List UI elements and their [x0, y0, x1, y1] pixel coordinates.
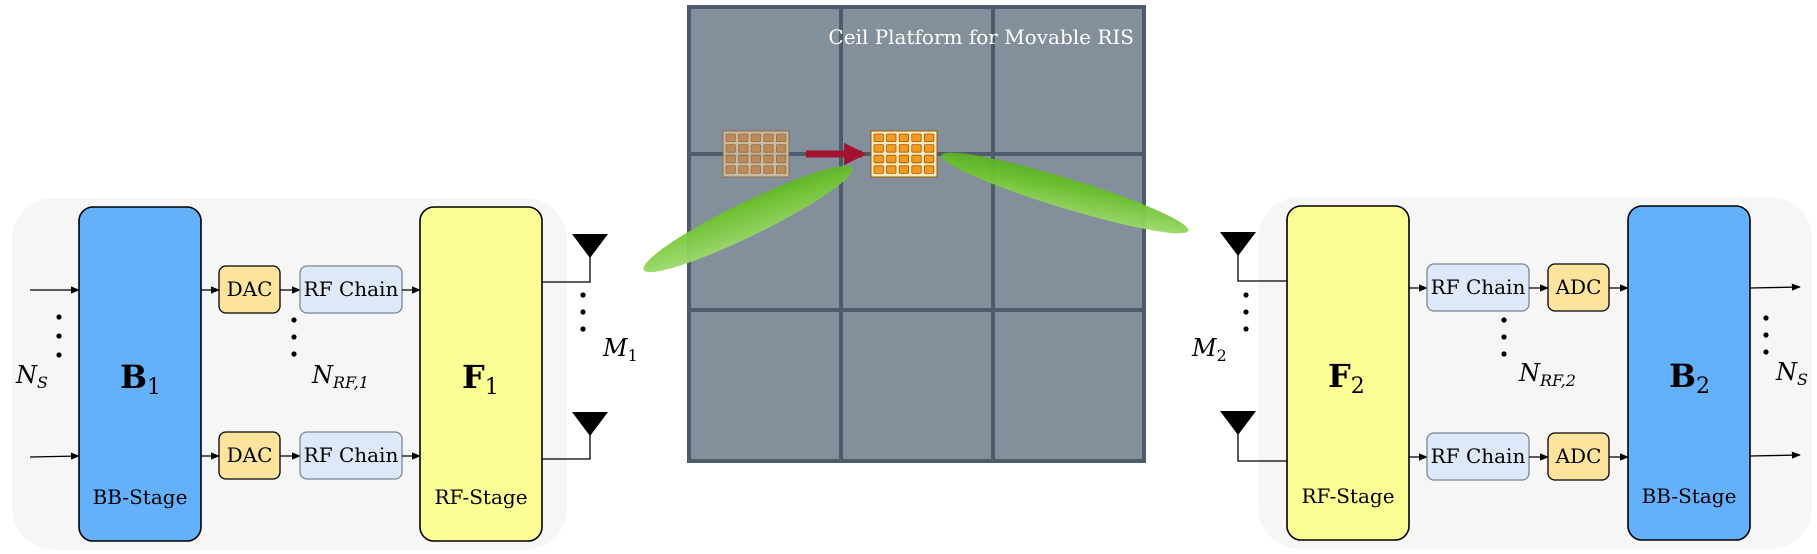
ris-element	[911, 133, 922, 142]
output-stream-dots	[1763, 315, 1769, 355]
tx-rf-chain-dots	[291, 317, 297, 357]
rx-antenna-icon-bottom	[1220, 411, 1256, 435]
tx-antenna-dots	[580, 292, 586, 332]
ris-element	[924, 154, 935, 164]
rx-rf-combiner-block	[1286, 205, 1410, 541]
tx-baseband-block	[78, 206, 202, 542]
rx-rf-chain-dots	[1501, 317, 1507, 357]
ris-element	[886, 133, 897, 142]
ris-element	[873, 144, 884, 153]
ris-previous-position	[722, 130, 790, 178]
tx-antenna-icon-top	[572, 234, 608, 258]
input-stream-dots	[56, 314, 62, 358]
rx-baseband-block	[1627, 205, 1751, 541]
ris-element	[886, 165, 897, 174]
ceiling-platform	[687, 5, 1146, 463]
rx-antennas-label: M2	[1191, 334, 1227, 365]
ris-element	[738, 144, 749, 153]
ris-element	[750, 154, 762, 164]
ris-element	[763, 133, 774, 142]
tx-antenna-icon-bottom	[572, 412, 608, 436]
ris-element	[898, 144, 910, 153]
tx-rf-stage-label: RF-Stage	[434, 485, 527, 509]
tx-dac-bottom-label: DAC	[227, 443, 273, 467]
ris-current-position	[870, 130, 938, 178]
ris-element	[738, 165, 749, 174]
ris-element	[873, 133, 884, 142]
ris-element	[911, 154, 922, 164]
tx-n-rf-label: NRF,1	[311, 361, 369, 392]
ris-element	[886, 144, 897, 153]
ris-element	[738, 133, 749, 142]
rx-rf-symbol: F2	[1328, 357, 1365, 399]
ris-element	[776, 165, 787, 174]
rx-antenna-dots	[1243, 292, 1249, 332]
rx-antenna-icon-top	[1220, 232, 1256, 256]
output-stream-arrow-top	[1749, 283, 1801, 291]
ris-element	[898, 154, 910, 164]
ris-element	[763, 154, 774, 164]
incident-beam	[643, 165, 853, 273]
ris-element	[725, 154, 736, 164]
ris-element	[776, 133, 787, 142]
tx-baseband-symbol: B1	[120, 358, 161, 400]
rx-rf-chain-top-label: RF Chain	[1431, 275, 1526, 299]
ris-element	[873, 154, 884, 164]
ris-element	[738, 154, 749, 164]
ris-element	[776, 144, 787, 153]
rx-bb-stage-label: BB-Stage	[1642, 484, 1737, 508]
tx-rf-chain-top-label: RF Chain	[304, 277, 399, 301]
ris-element	[924, 133, 935, 142]
tx-rf-chain-bottom-label: RF Chain	[304, 443, 399, 467]
tx-bb-stage-label: BB-Stage	[93, 485, 188, 509]
ris-element	[725, 144, 736, 153]
ris-element	[763, 165, 774, 174]
ris-element	[725, 165, 736, 174]
ris-element	[886, 154, 897, 164]
ris-element	[911, 165, 922, 174]
ris-platform: Ceil Platform for Movable RIS	[687, 5, 1146, 463]
ris-element	[750, 133, 762, 142]
platform-title: Ceil Platform for Movable RIS	[828, 25, 1134, 49]
rx-n-rf-label: NRF,2	[1518, 359, 1576, 390]
ris-element	[725, 133, 736, 142]
rx-streams-label: NS	[1775, 358, 1808, 389]
rx-adc-bottom-label: ADC	[1555, 444, 1602, 468]
input-stream-arrow-bottom	[29, 452, 80, 460]
ris-element	[763, 144, 774, 153]
tx-rf-symbol: F1	[462, 358, 499, 400]
ris-element	[898, 165, 910, 174]
rx-adc-top-label: ADC	[1555, 275, 1602, 299]
ris-element	[776, 154, 787, 164]
ris-element	[750, 165, 762, 174]
ris-element	[924, 165, 935, 174]
ris-element	[873, 165, 884, 174]
reflected-beam	[941, 152, 1189, 234]
ris-element	[898, 133, 910, 142]
tx-antennas-label: M1	[602, 334, 638, 365]
rx-baseband-symbol: B2	[1669, 357, 1710, 399]
rx-rf-chain-bottom-label: RF Chain	[1431, 444, 1526, 468]
transmitter: NS B1 BB-Stage DAC RF Chain NRF,1 DAC RF…	[12, 198, 638, 550]
tx-dac-top-label: DAC	[227, 277, 273, 301]
output-stream-arrow-bottom	[1749, 451, 1801, 459]
ris-element	[750, 144, 762, 153]
tx-streams-label: NS	[15, 361, 48, 392]
rx-rf-stage-label: RF-Stage	[1301, 484, 1394, 508]
ris-element	[924, 144, 935, 153]
receiver: M2 F2 RF-Stage RF Chain ADC NRF,2 RF Cha…	[1191, 197, 1812, 549]
tx-rf-precoder-block	[419, 206, 543, 542]
ris-element	[911, 144, 922, 153]
